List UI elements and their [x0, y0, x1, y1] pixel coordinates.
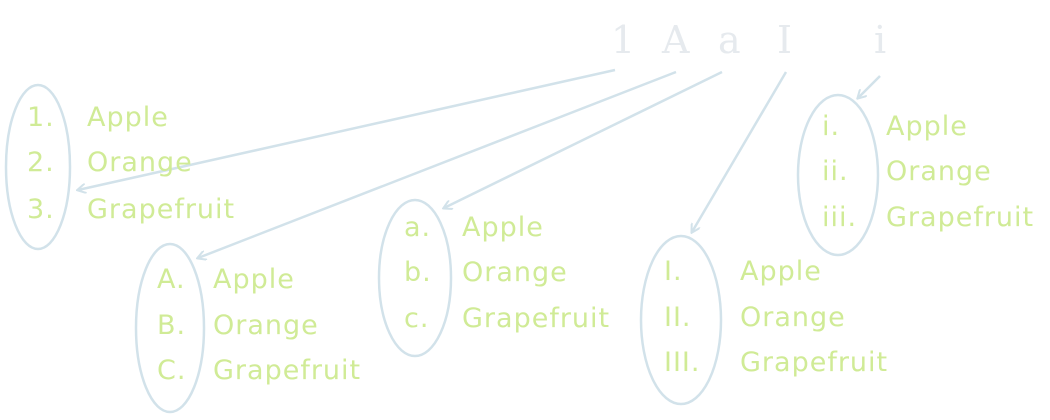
ellipse-lower-alpha — [377, 198, 453, 358]
list-marker: III. — [664, 347, 701, 378]
arrow-upper-roman — [692, 71, 788, 232]
list-marker: c. — [404, 303, 430, 334]
ellipse-upper-roman — [639, 234, 723, 406]
ellipse-lower-roman — [796, 93, 880, 257]
type-label-upper-roman: I — [777, 18, 793, 62]
list-item-label: Grapefruit — [740, 347, 889, 378]
list-item-label: Orange — [886, 156, 992, 187]
list-item-label: Apple — [213, 264, 295, 295]
list-marker: iii. — [822, 202, 858, 233]
list-marker: 1. — [27, 102, 55, 133]
list-marker: B. — [157, 310, 187, 341]
arrow-lower-roman — [858, 75, 881, 98]
list-item-label: Apple — [87, 102, 169, 133]
list-marker: II. — [664, 302, 692, 333]
type-label-lower-roman: i — [874, 18, 887, 62]
list-item-label: Orange — [213, 310, 319, 341]
list-item-label: Grapefruit — [886, 202, 1035, 233]
list-item-label: Orange — [87, 147, 193, 178]
arrow-upper-alpha — [198, 70, 677, 258]
type-label-lower-alpha: a — [718, 18, 741, 62]
list-item-label: Orange — [740, 302, 846, 333]
list-marker: 2. — [27, 147, 55, 178]
list-marker: C. — [157, 355, 187, 386]
list-marker: A. — [157, 264, 186, 295]
list-marker: a. — [404, 212, 432, 243]
list-item-label: Grapefruit — [462, 303, 611, 334]
type-label-upper-alpha: A — [662, 18, 690, 62]
list-marker: 3. — [27, 194, 55, 225]
list-item-label: Apple — [886, 111, 968, 142]
list-item-label: Grapefruit — [213, 355, 362, 386]
arrow-lower-alpha — [444, 70, 723, 208]
list-item-label: Apple — [740, 256, 822, 287]
list-item-label: Apple — [462, 212, 544, 243]
list-item-label: Orange — [462, 257, 568, 288]
ellipse-decimal — [4, 83, 72, 251]
list-marker: i. — [822, 111, 841, 142]
list-marker: ii. — [822, 156, 849, 187]
ellipse-upper-alpha — [134, 242, 206, 414]
list-marker: I. — [664, 256, 683, 287]
type-label-decimal: 1 — [611, 18, 636, 62]
list-item-label: Grapefruit — [87, 194, 236, 225]
arrow-decimal — [78, 68, 616, 190]
list-marker: b. — [404, 257, 432, 288]
